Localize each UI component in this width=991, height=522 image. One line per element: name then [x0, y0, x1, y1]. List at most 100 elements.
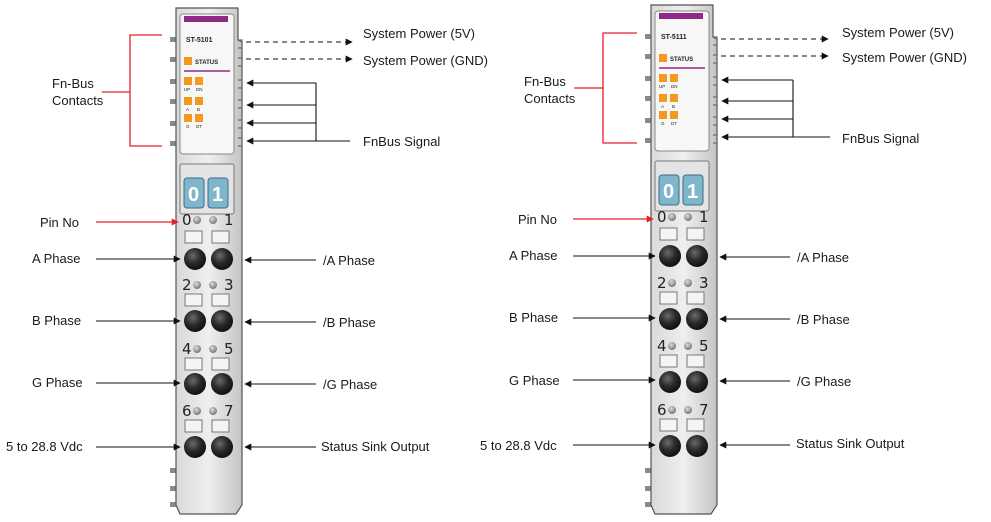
terminal-hole-5	[686, 371, 708, 393]
status-label: STATUS	[670, 57, 693, 63]
terminal-hole-4	[659, 371, 681, 393]
pin-number-0: 0	[182, 211, 192, 229]
pin-row-2-3: 2 3	[657, 274, 709, 330]
b-phase-label: B Phase	[509, 310, 558, 325]
pin-number-4: 4	[182, 340, 192, 358]
fn-bus-label-line2: Contacts	[52, 93, 104, 108]
led-label-a: A	[186, 107, 189, 112]
address-digit-0: 0	[663, 181, 674, 203]
fn-bus-label-line2: Contacts	[524, 91, 576, 106]
g-phase-inv-label: /G Phase	[323, 377, 377, 392]
fn-bus-bracket	[574, 32, 637, 144]
address-digit-box-0	[658, 174, 680, 206]
housing-side-bars	[170, 37, 180, 507]
led-label-b: B	[672, 104, 675, 109]
a-phase-label: A Phase	[32, 251, 80, 266]
terminal-hole-6	[659, 435, 681, 457]
pin-number-0: 0	[657, 208, 667, 226]
fnbus-signal-label: FnBus Signal	[842, 131, 919, 146]
module-st-5111: ST-5111 STATUS UP DN A B G DT 0 1 0 1	[480, 4, 967, 515]
pin-indicator-0	[193, 216, 201, 224]
terminal-hole-0	[184, 248, 206, 270]
a-phase-inv-label: /A Phase	[797, 250, 849, 265]
pin-number-6: 6	[657, 401, 667, 419]
terminal-hole-1	[686, 245, 708, 267]
system-power-gnd-label: System Power (GND)	[842, 50, 967, 65]
address-digit-0: 0	[188, 184, 199, 206]
terminal-hole-0	[659, 245, 681, 267]
led-label-g: G	[661, 121, 665, 126]
module-st-5101: ST-5101 STATUS UP DN A B G DT 0 1 0 1	[6, 7, 488, 515]
fn-bus-bracket	[102, 34, 162, 147]
pin-row-6-7: 6 7	[657, 401, 709, 457]
model-number: ST-5101	[186, 37, 213, 44]
pin-number-2: 2	[182, 276, 192, 294]
pin-number-3: 3	[699, 274, 709, 292]
terminal-hole-2	[659, 308, 681, 330]
terminal-hole-2	[184, 310, 206, 332]
pin-indicator-1	[209, 216, 217, 224]
led-grid	[659, 74, 678, 119]
led-label-dn: DN	[196, 87, 203, 92]
pin-number-5: 5	[224, 340, 234, 358]
a-phase-label: A Phase	[509, 248, 557, 263]
pin-no-label: Pin No	[40, 215, 79, 230]
label-plate	[179, 13, 235, 155]
b-phase-inv-label: /B Phase	[323, 315, 376, 330]
g-phase-inv-label: /G Phase	[797, 374, 851, 389]
terminal-hole-6	[184, 436, 206, 458]
led-label-g: G	[186, 124, 190, 129]
pin-number-4: 4	[657, 337, 667, 355]
purple-bar	[184, 16, 228, 22]
pin-row-2-3: 2 3	[182, 276, 234, 332]
led-grid	[184, 77, 203, 122]
purple-bar	[659, 13, 703, 19]
pin-number-6: 6	[182, 402, 192, 420]
status-label: STATUS	[195, 60, 218, 66]
fn-bus-label-line1: Fn-Bus	[524, 74, 566, 89]
fn-bus-label-line1: Fn-Bus	[52, 76, 94, 91]
supply-label: 5 to 28.8 Vdc	[480, 438, 557, 453]
model-number: ST-5111	[661, 34, 687, 41]
g-phase-label: G Phase	[509, 373, 560, 388]
status-led	[659, 54, 667, 62]
pin-number-1: 1	[224, 211, 234, 229]
address-digit-box-1	[682, 174, 704, 206]
pin-row-4-5: 4 5	[657, 337, 709, 393]
system-power-5v-label: System Power (5V)	[363, 26, 475, 41]
pin-row-0-1: 0 1	[657, 208, 709, 267]
pin-number-5: 5	[699, 337, 709, 355]
pin-number-7: 7	[224, 402, 234, 420]
pin-row-0-1: 0 1	[182, 211, 234, 270]
status-sink-label: Status Sink Output	[796, 436, 905, 451]
terminal-hole-3	[211, 310, 233, 332]
label-plate	[654, 10, 710, 152]
pin-number-7: 7	[699, 401, 709, 419]
terminal-hole-3	[686, 308, 708, 330]
supply-label: 5 to 28.8 Vdc	[6, 439, 83, 454]
terminal-hole-7	[686, 435, 708, 457]
fnbus-signal-label: FnBus Signal	[363, 134, 440, 149]
status-sink-label: Status Sink Output	[321, 439, 430, 454]
pin-row-4-5: 4 5	[182, 340, 234, 395]
led-label-dn: DN	[671, 84, 678, 89]
b-phase-inv-label: /B Phase	[797, 312, 850, 327]
address-digit-box-1	[207, 177, 229, 209]
address-digit-box-0	[183, 177, 205, 209]
pin-number-3: 3	[224, 276, 234, 294]
pin-number-1: 1	[699, 208, 709, 226]
terminal-hole-5	[211, 373, 233, 395]
system-power-5v-label: System Power (5V)	[842, 25, 954, 40]
pin-number-2: 2	[657, 274, 667, 292]
terminal-hole-4	[184, 373, 206, 395]
terminal-hole-7	[211, 436, 233, 458]
housing-right-ribs	[713, 36, 718, 144]
status-led	[184, 57, 192, 65]
address-digit-1: 1	[687, 181, 698, 203]
b-phase-label: B Phase	[32, 313, 81, 328]
terminal-hole-1	[211, 248, 233, 270]
fnbus-signal-arrows	[246, 79, 350, 145]
led-label-b: B	[197, 107, 200, 112]
pin-row-6-7: 6 7	[182, 402, 234, 458]
a-phase-inv-label: /A Phase	[323, 253, 375, 268]
